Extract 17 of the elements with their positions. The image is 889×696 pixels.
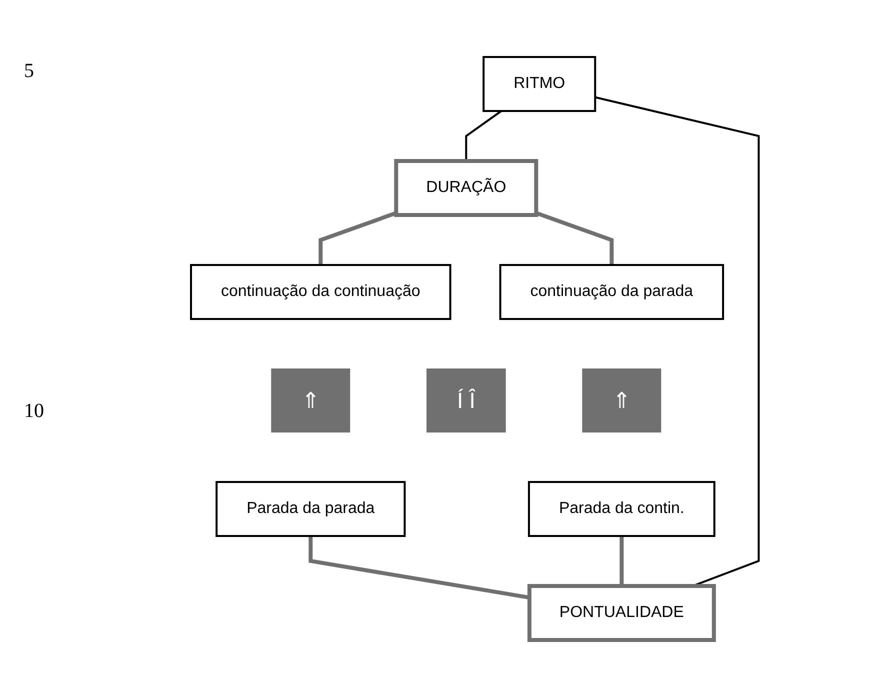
node-box: ⇑ [582, 368, 661, 432]
connector [535, 210, 614, 264]
connector [318, 210, 396, 264]
node-box: continuação da parada [498, 264, 724, 320]
node-box: Parada da contin. [528, 480, 715, 536]
connector [464, 110, 502, 160]
node-box: RITMO [482, 56, 596, 112]
line-number: 10 [24, 400, 44, 423]
node-box: Parada da parada [215, 480, 406, 536]
line-number: 5 [24, 60, 34, 83]
connector [619, 535, 624, 586]
node-box: DURAÇÃO [394, 158, 538, 216]
node-box: continuação da continuação [190, 264, 451, 320]
connector [308, 535, 530, 600]
connector [594, 96, 760, 586]
node-box: ⇑ [270, 368, 350, 432]
node-box: PONTUALIDADE [527, 583, 716, 642]
